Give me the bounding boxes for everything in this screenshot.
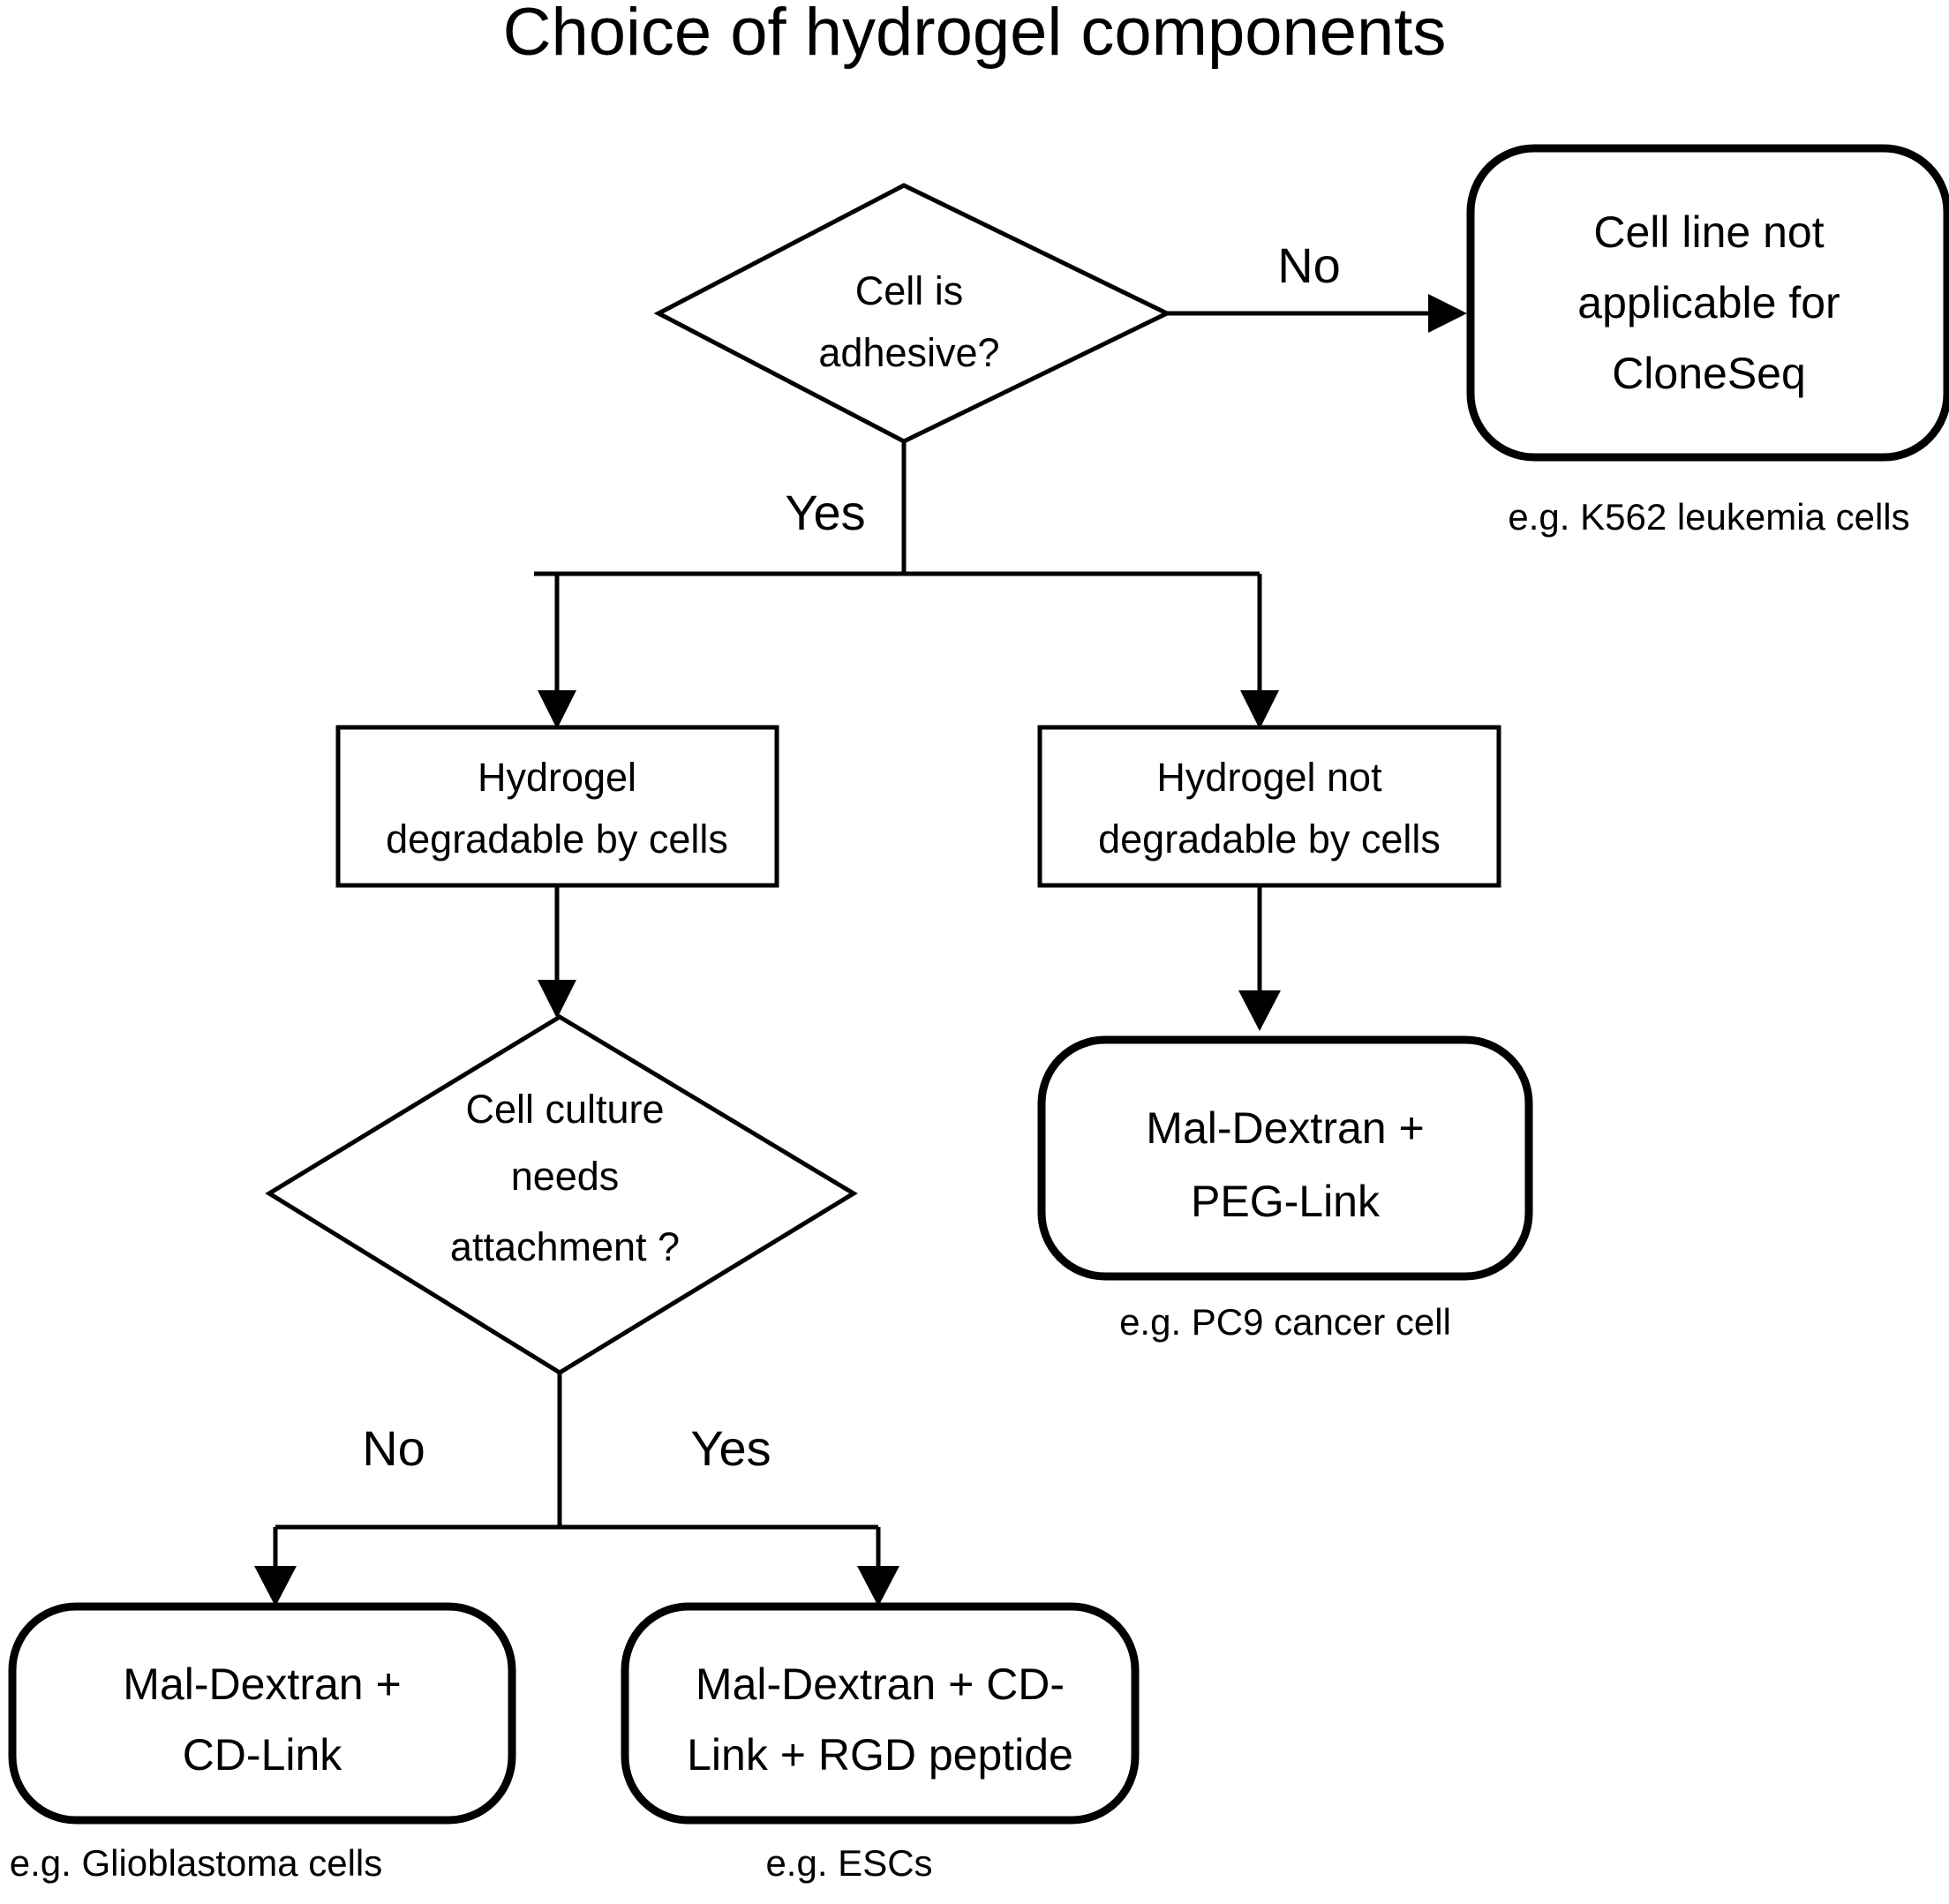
process-hydrogel-not-degradable-line1: Hydrogel not xyxy=(1156,755,1382,800)
caption-k562: e.g. K562 leukemia cells xyxy=(1508,496,1909,538)
terminal-cd-link-line2: CD-Link xyxy=(183,1730,343,1780)
edge-to-hydrogel-degradable xyxy=(538,574,576,729)
rect-shape xyxy=(335,725,779,888)
diamond-shape xyxy=(265,1014,858,1375)
decision-cell-culture-needs-attachment[interactable]: Cell culture needs attachment ? xyxy=(265,1014,858,1375)
process-hydrogel-not-degradable[interactable]: Hydrogel not degradable by cells xyxy=(1037,725,1501,888)
rounded-shape xyxy=(1466,144,1949,462)
edge-label-yes-bottom: Yes xyxy=(690,1420,771,1476)
diamond-shape xyxy=(653,183,1172,444)
edge-not-degradable-to-peg xyxy=(1238,885,1281,1031)
edge-no-to-not-applicable xyxy=(1167,294,1467,333)
arrowhead-icon xyxy=(857,1566,899,1607)
rect-shape xyxy=(1037,725,1501,888)
decision-attachment-line2: needs xyxy=(511,1154,620,1199)
edge-to-hydrogel-not-degradable xyxy=(1240,574,1279,729)
rounded-shape xyxy=(621,1602,1140,1825)
terminal-rgd-line2: Link + RGD peptide xyxy=(687,1730,1073,1780)
edge-yes-to-rgd-peptide xyxy=(857,1527,899,1607)
decision-attachment-line3: attachment ? xyxy=(450,1224,680,1269)
terminal-mal-dextran-peg-link[interactable]: Mal-Dextran + PEG-Link xyxy=(1037,1035,1533,1281)
decision-attachment-line1: Cell culture xyxy=(465,1087,664,1132)
terminal-cell-line-not-applicable[interactable]: Cell line not applicable for CloneSeq xyxy=(1466,144,1949,462)
arrowhead-icon xyxy=(538,690,576,729)
edge-label-no-top: No xyxy=(1277,237,1341,293)
terminal-peg-link-line1: Mal-Dextran + xyxy=(1146,1103,1424,1153)
process-hydrogel-degradable-line1: Hydrogel xyxy=(478,755,636,800)
decision-cell-is-adhesive-line1: Cell is xyxy=(855,268,964,313)
arrowhead-icon xyxy=(1240,690,1279,729)
arrowhead-icon xyxy=(1238,990,1281,1031)
terminal-cell-line-line1: Cell line not xyxy=(1593,207,1824,257)
terminal-cd-link-line1: Mal-Dextran + xyxy=(123,1659,401,1709)
arrowhead-icon xyxy=(254,1566,297,1607)
edge-no-to-cd-link xyxy=(254,1527,297,1607)
terminal-mal-dextran-cd-link[interactable]: Mal-Dextran + CD-Link xyxy=(8,1602,516,1825)
process-hydrogel-not-degradable-line2: degradable by cells xyxy=(1098,817,1441,862)
decision-cell-is-adhesive-line2: adhesive? xyxy=(818,330,999,375)
terminal-cell-line-line2: applicable for xyxy=(1577,278,1840,327)
process-hydrogel-degradable-line2: degradable by cells xyxy=(386,817,728,862)
edge-label-yes-top: Yes xyxy=(785,485,865,540)
edge-degradable-to-attachment xyxy=(538,885,576,1019)
terminal-mal-dextran-cd-link-rgd[interactable]: Mal-Dextran + CD- Link + RGD peptide xyxy=(621,1602,1140,1825)
process-hydrogel-degradable[interactable]: Hydrogel degradable by cells xyxy=(335,725,779,888)
decision-cell-is-adhesive[interactable]: Cell is adhesive? xyxy=(653,183,1172,444)
terminal-cell-line-line3: CloneSeq xyxy=(1612,349,1806,398)
edge-yes-stem xyxy=(534,441,1260,576)
page-title: Choice of hydrogel components xyxy=(503,0,1447,70)
terminal-peg-link-line2: PEG-Link xyxy=(1191,1177,1381,1226)
caption-pc9: e.g. PC9 cancer cell xyxy=(1119,1301,1451,1343)
rounded-shape xyxy=(1037,1035,1533,1281)
rounded-shape xyxy=(8,1602,516,1825)
arrowhead-icon xyxy=(1428,294,1467,333)
caption-glioblastoma: e.g. Glioblastoma cells xyxy=(10,1842,383,1884)
edge-label-no-bottom: No xyxy=(362,1420,425,1476)
connectors-group xyxy=(254,294,1467,1607)
terminal-rgd-line1: Mal-Dextran + CD- xyxy=(696,1659,1065,1709)
edge-attachment-stem xyxy=(275,1373,878,1530)
caption-escs: e.g. ESCs xyxy=(765,1842,932,1884)
arrowhead-icon xyxy=(538,980,576,1019)
